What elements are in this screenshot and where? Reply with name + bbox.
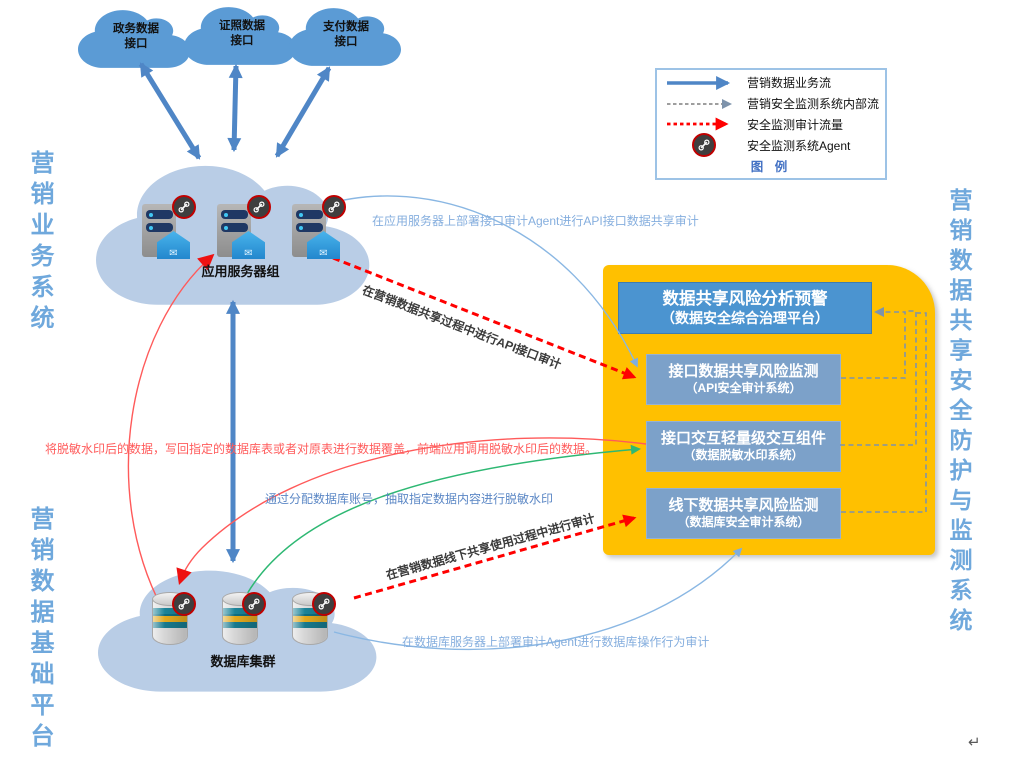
legend-row-internal-flow: 营销安全监测系统内部流 bbox=[661, 94, 881, 114]
legend-row-audit-flow: 安全监测审计流量 bbox=[661, 114, 881, 134]
annotation-watermark-writeback: 将脱敏水印后的数据，写回指定的数据库表或者对原表进行数据覆盖，前端应用调用脱敏水… bbox=[45, 442, 598, 456]
agent-icon bbox=[172, 592, 196, 616]
legend-title: 图 例 bbox=[750, 160, 792, 175]
gray-dashed-arrow-icon bbox=[661, 97, 747, 111]
agent-icon bbox=[322, 195, 346, 219]
label-protection-monitor-system: 营销数据共享安全防护与监测系统 bbox=[946, 188, 972, 638]
flow-db-to-app-watermarked bbox=[127, 253, 215, 609]
audit-flow-api bbox=[332, 256, 637, 380]
annotation-db-agent: 在数据库服务器上部署审计Agent进行数据库操作行为审计 bbox=[402, 635, 710, 649]
flow-app-to-gov bbox=[138, 62, 202, 160]
app-server-2: ✉ bbox=[217, 195, 273, 261]
red-dotted-arrow-icon bbox=[661, 117, 747, 131]
annotation-db-account: 通过分配数据库账号，抽取指定数据内容进行脱敏水印 bbox=[265, 492, 554, 506]
agent-icon bbox=[242, 592, 266, 616]
app-server-3: ✉ bbox=[292, 195, 348, 261]
payment-data-interface-label: 支付数据 接口 bbox=[323, 21, 369, 48]
server-slot bbox=[296, 223, 323, 232]
legend-label: 安全监测审计流量 bbox=[747, 117, 844, 132]
database-2 bbox=[222, 592, 266, 652]
agent-icon bbox=[312, 592, 336, 616]
app-server-group-label: 应用服务器组 bbox=[201, 264, 280, 279]
panel-risk-analysis-warning: 数据共享风险分析预警 （数据安全综合治理平台） bbox=[618, 282, 872, 334]
legend-row-agent: 安全监测系统Agent bbox=[661, 133, 881, 158]
security-platform-container: 数据共享风险分析预警 （数据安全综合治理平台） 接口数据共享风险监测 （API安… bbox=[603, 265, 935, 555]
gov-data-interface-label: 政务数据 接口 bbox=[113, 23, 159, 50]
blue-solid-arrow-icon bbox=[661, 75, 747, 90]
panel-offline-risk-monitor: 线下数据共享风险监测 （数据库安全审计系统） bbox=[646, 488, 841, 539]
agent-legend-key bbox=[661, 133, 747, 158]
server-slot bbox=[221, 210, 248, 219]
annotation-offline-audit: 在营销数据线下共享使用过程中进行审计 bbox=[384, 511, 597, 583]
annotation-api-agent: 在应用服务器上部署接口审计Agent进行API接口数据共享审计 bbox=[372, 214, 699, 228]
flow-app-to-payment bbox=[274, 66, 332, 158]
server-slot bbox=[146, 223, 173, 232]
audit-flow-offline bbox=[353, 514, 637, 600]
panel-subtitle: （数据库安全审计系统） bbox=[677, 515, 810, 530]
agent-icon bbox=[247, 195, 271, 219]
app-server-1: ✉ bbox=[142, 195, 198, 261]
return-mark: ↵ bbox=[968, 734, 981, 751]
legend-row-business-flow: 营销数据业务流 bbox=[661, 73, 881, 93]
legend-label: 安全监测系统Agent bbox=[747, 138, 851, 153]
label-marketing-business-system: 营销业务系统 bbox=[26, 150, 53, 336]
legend-label: 营销安全监测系统内部流 bbox=[747, 97, 880, 112]
server-slot bbox=[221, 223, 248, 232]
agent-icon bbox=[692, 133, 716, 158]
database-3 bbox=[292, 592, 336, 652]
panel-subtitle: （数据安全综合治理平台） bbox=[661, 309, 829, 326]
panel-api-risk-monitor: 接口数据共享风险监测 （API安全审计系统） bbox=[646, 354, 841, 405]
legend-label: 营销数据业务流 bbox=[747, 76, 832, 91]
panel-title: 数据共享风险分析预警 bbox=[662, 289, 828, 308]
agent-icon bbox=[172, 195, 196, 219]
panel-title: 接口数据共享风险监测 bbox=[668, 362, 819, 380]
panel-lightweight-component: 接口交互轻量级交互组件 （数据脱敏水印系统） bbox=[646, 421, 841, 472]
panel-title: 接口交互轻量级交互组件 bbox=[660, 429, 826, 447]
legend-box: 营销数据业务流 营销安全监测系统内部流 安全监测审计流量 安全监测系统Agent… bbox=[655, 68, 887, 180]
panel-subtitle: （API安全审计系统） bbox=[685, 381, 802, 396]
flow-app-to-license bbox=[227, 63, 243, 153]
server-slot bbox=[296, 210, 323, 219]
label-marketing-data-platform: 营销数据基础平台 bbox=[26, 506, 53, 754]
license-data-interface-label: 证照数据 接口 bbox=[219, 20, 265, 47]
db-cluster-label: 数据库集群 bbox=[210, 654, 276, 669]
annotation-api-audit: 在营销数据共享过程中进行API接口审计 bbox=[360, 282, 564, 372]
panel-title: 线下数据共享风险监测 bbox=[668, 496, 819, 514]
database-1 bbox=[152, 592, 196, 652]
panel-subtitle: （数据脱敏水印系统） bbox=[683, 448, 804, 463]
server-slot bbox=[146, 210, 173, 219]
